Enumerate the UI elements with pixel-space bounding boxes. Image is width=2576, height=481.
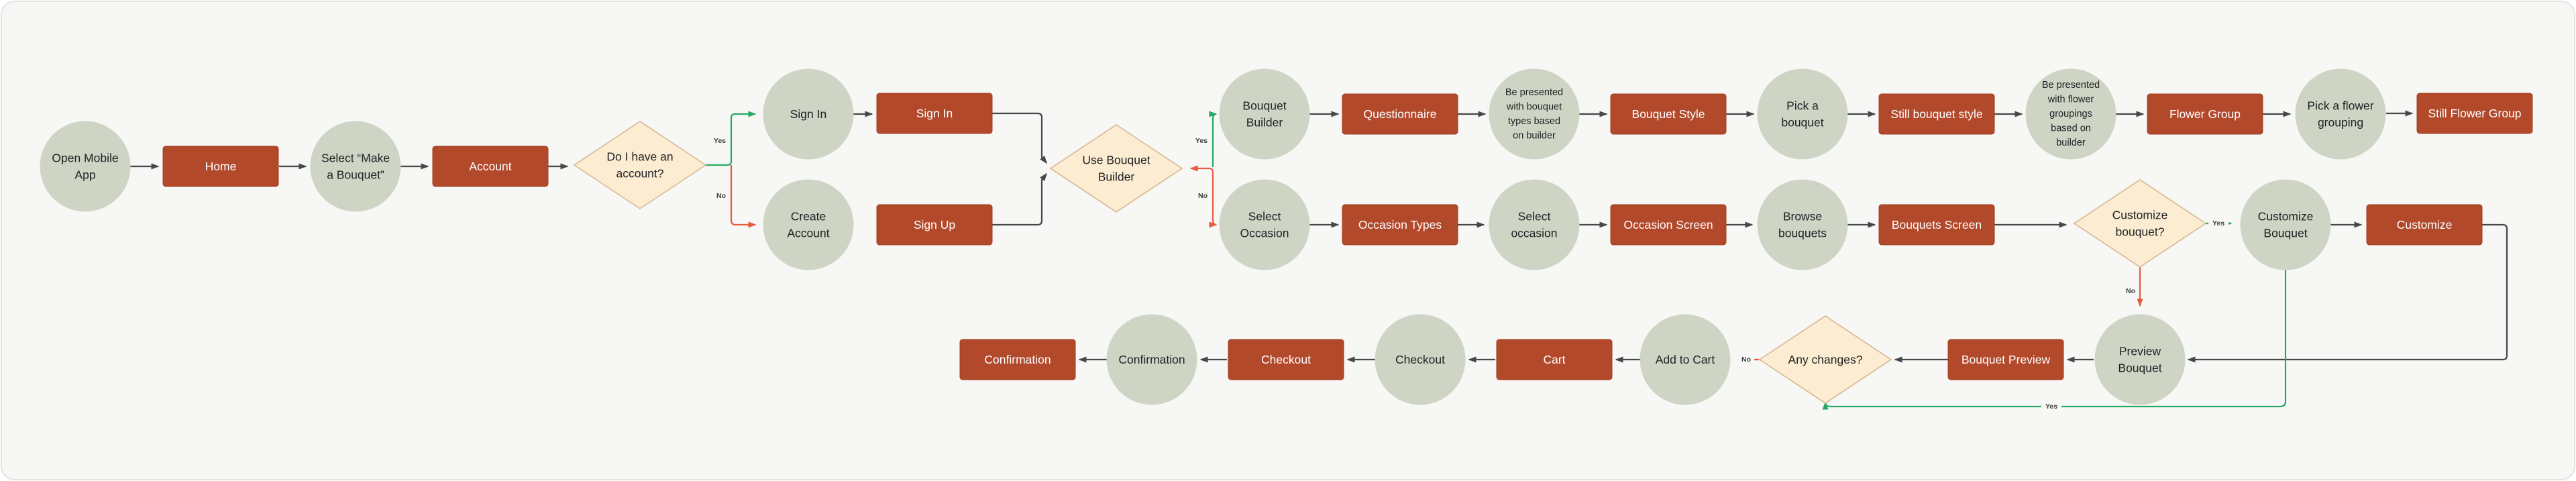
label-d4-no: No bbox=[1738, 355, 1754, 364]
r-occasion-types-shape[interactable] bbox=[1342, 204, 1458, 246]
node-r-occasion-screen[interactable]: Occasion Screen bbox=[1610, 204, 1727, 246]
c-checkout-shape[interactable] bbox=[1375, 314, 1466, 405]
g-loop-yes bbox=[1822, 270, 2287, 410]
label-loop-yes: Yes bbox=[2041, 402, 2061, 411]
n-d1-no bbox=[730, 165, 757, 228]
r-confirmation-shape[interactable] bbox=[959, 339, 1076, 380]
node-r-home[interactable]: Home bbox=[162, 146, 279, 187]
node-r-sign-in[interactable]: Sign In bbox=[876, 93, 993, 134]
node-r-still-bouquet-style[interactable]: Still bouquet style bbox=[1878, 93, 1995, 135]
e-rsignin-to-d2 bbox=[992, 112, 1047, 164]
node-r-cart[interactable]: Cart bbox=[1496, 339, 1613, 380]
r-questionnaire-shape[interactable] bbox=[1342, 93, 1458, 135]
r-flower-group-shape[interactable] bbox=[2147, 93, 2263, 135]
node-r-bouquets-screen[interactable]: Bouquets Screen bbox=[1878, 204, 1995, 246]
n-d2-no bbox=[1197, 167, 1218, 228]
c-add-to-cart-shape[interactable] bbox=[1640, 314, 1731, 405]
d-do-i-have-an-account-shape[interactable] bbox=[573, 121, 707, 209]
node-r-customize[interactable]: Customize bbox=[2366, 204, 2483, 246]
node-r-occasion-types[interactable]: Occasion Types bbox=[1342, 204, 1458, 246]
r-cart-shape[interactable] bbox=[1496, 339, 1613, 380]
c-create-account-shape[interactable] bbox=[763, 179, 854, 270]
d-use-bouquet-builder-shape[interactable] bbox=[1049, 124, 1183, 213]
node-r-flower-group[interactable]: Flower Group bbox=[2147, 93, 2263, 135]
r-sign-in-shape[interactable] bbox=[876, 93, 993, 134]
c-preview-bouquet-shape[interactable] bbox=[2094, 314, 2186, 405]
node-r-bouquet-style[interactable]: Bouquet Style bbox=[1610, 93, 1727, 135]
r-still-bouquet-style-shape[interactable] bbox=[1878, 93, 1995, 135]
node-c-add-to-cart[interactable]: Add to Cart bbox=[1640, 314, 1731, 405]
d-any-changes-shape[interactable] bbox=[1758, 315, 1892, 404]
node-r-still-flower-group[interactable]: Still Flower Group bbox=[2416, 93, 2533, 134]
node-c-sign-in[interactable]: Sign In bbox=[763, 68, 854, 160]
node-r-bouquet-preview[interactable]: Bouquet Preview bbox=[1947, 339, 2064, 380]
e-rsignup-to-d2 bbox=[992, 172, 1047, 226]
node-r-sign-up[interactable]: Sign Up bbox=[876, 204, 993, 246]
r-home-shape[interactable] bbox=[162, 146, 279, 187]
c-confirmation-shape[interactable] bbox=[1106, 314, 1197, 405]
label-d3-yes-bg bbox=[2208, 219, 2229, 228]
g-d1-yes bbox=[706, 111, 757, 166]
c-pick-a-flower-grouping-shape[interactable] bbox=[2295, 68, 2386, 160]
r-bouquet-style-shape[interactable] bbox=[1610, 93, 1727, 135]
c-pick-a-bouquet-shape[interactable] bbox=[1757, 68, 1848, 160]
node-r-checkout[interactable]: Checkout bbox=[1228, 339, 1344, 380]
d-customize-bouquet-shape[interactable] bbox=[2073, 179, 2207, 268]
c-browse-bouquets-shape[interactable] bbox=[1757, 179, 1848, 270]
g-d2-yes bbox=[1209, 111, 1218, 167]
label-loop-yes-bg bbox=[2041, 402, 2061, 411]
node-r-account[interactable]: Account bbox=[432, 146, 549, 187]
r-occasion-screen-shape[interactable] bbox=[1610, 204, 1727, 246]
c-sign-in-shape[interactable] bbox=[763, 68, 854, 160]
r-account-shape[interactable] bbox=[432, 146, 549, 187]
r-still-flower-group-shape[interactable] bbox=[2416, 93, 2533, 134]
label-d4-no-bg bbox=[1738, 355, 1754, 364]
e-customize-to-preview bbox=[2187, 223, 2508, 363]
c-customize-bouquet-shape[interactable] bbox=[2240, 179, 2331, 270]
c-be-presented-flower-groupings-shape[interactable] bbox=[2025, 68, 2116, 160]
node-c-confirmation[interactable]: Confirmation bbox=[1106, 314, 1197, 405]
c-bouquet-builder-shape[interactable] bbox=[1219, 68, 1310, 160]
r-checkout-shape[interactable] bbox=[1228, 339, 1344, 380]
c-select-occasion-shape[interactable] bbox=[1219, 179, 1310, 270]
c-select-make-a-bouquet-shape[interactable] bbox=[310, 121, 401, 212]
node-c-checkout[interactable]: Checkout bbox=[1375, 314, 1466, 405]
node-r-questionnaire[interactable]: Questionnaire bbox=[1342, 93, 1458, 135]
c-be-presented-bouquet-types-shape[interactable] bbox=[1489, 68, 1580, 160]
node-r-confirmation[interactable]: Confirmation bbox=[959, 339, 1076, 380]
r-customize-shape[interactable] bbox=[2366, 204, 2483, 246]
r-bouquet-preview-shape[interactable] bbox=[1947, 339, 2064, 380]
r-bouquets-screen-shape[interactable] bbox=[1878, 204, 1995, 246]
label-d3-yes: Yes bbox=[2208, 219, 2229, 228]
c-open-mobile-app-shape[interactable] bbox=[40, 121, 131, 212]
r-sign-up-shape[interactable] bbox=[876, 204, 993, 246]
c-select-occasion-state-shape[interactable] bbox=[1489, 179, 1580, 270]
